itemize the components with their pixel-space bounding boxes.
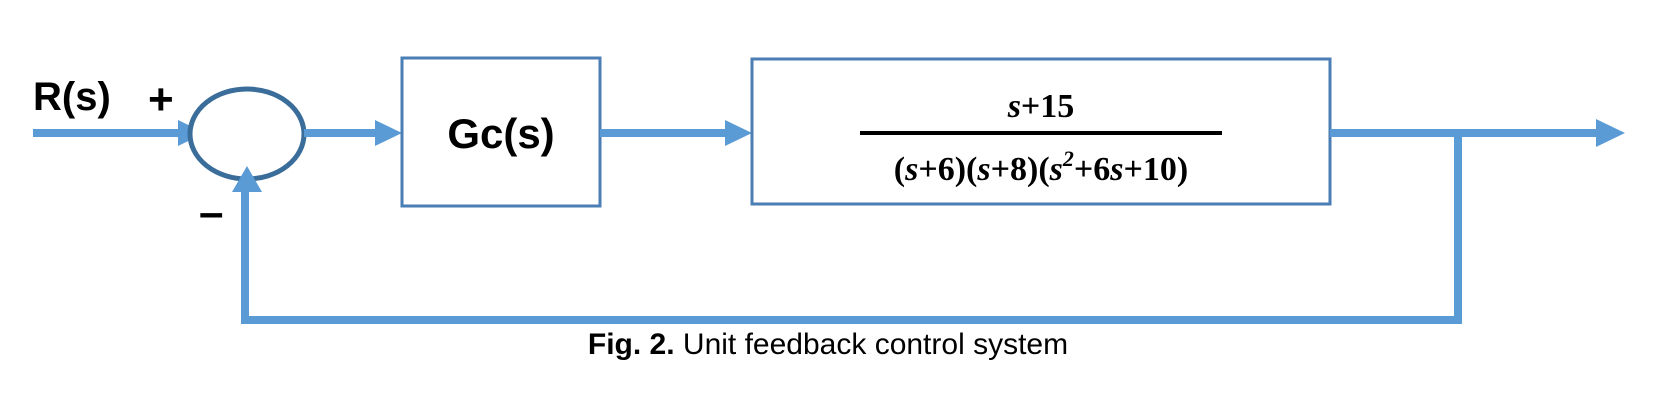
den-mid-c: +6 — [1074, 151, 1110, 188]
controller-output-line-group — [600, 120, 752, 146]
figure-caption-label: Fig. 2. — [587, 328, 675, 361]
figure-caption-text: Unit feedback control system — [674, 328, 1069, 361]
den-mid-a: +6)( — [918, 151, 977, 188]
controller-output-arrowhead — [725, 120, 752, 146]
feedback-arrowhead — [232, 166, 262, 192]
plus-sign-label: + — [148, 75, 174, 124]
den-mid-b: +8)( — [991, 151, 1050, 188]
minus-sign-label: – — [199, 188, 223, 237]
summing-junction — [187, 86, 307, 182]
output-arrowhead — [1596, 119, 1625, 147]
controller-block — [400, 56, 602, 208]
figure-caption: Fig. 2. Unit feedback control system — [0, 328, 1656, 362]
error-arrowhead — [375, 120, 402, 146]
den-open: ( — [894, 151, 905, 188]
controller-block-label: Gc(s) — [447, 110, 554, 157]
den-exponent: 2 — [1062, 146, 1074, 171]
den-end: +10) — [1124, 151, 1189, 188]
feedback-path-group — [232, 133, 1462, 324]
numerator-variable: s — [1007, 88, 1021, 125]
input-signal-label: R(s) — [33, 75, 111, 119]
den-var-1: s — [904, 151, 918, 188]
feedback-line — [241, 133, 1462, 324]
den-var-4: s — [1109, 151, 1123, 188]
numerator-rest: +15 — [1021, 88, 1074, 125]
den-var-2: s — [976, 151, 990, 188]
transfer-function-denominator: (s+6)(s+8)(s2+6s+10) — [894, 146, 1188, 188]
den-var-3: s — [1049, 151, 1063, 188]
output-line-group — [1330, 119, 1625, 147]
error-line-group — [304, 120, 402, 146]
input-line-group — [33, 120, 205, 146]
transfer-function-numerator: s+15 — [1007, 88, 1075, 125]
